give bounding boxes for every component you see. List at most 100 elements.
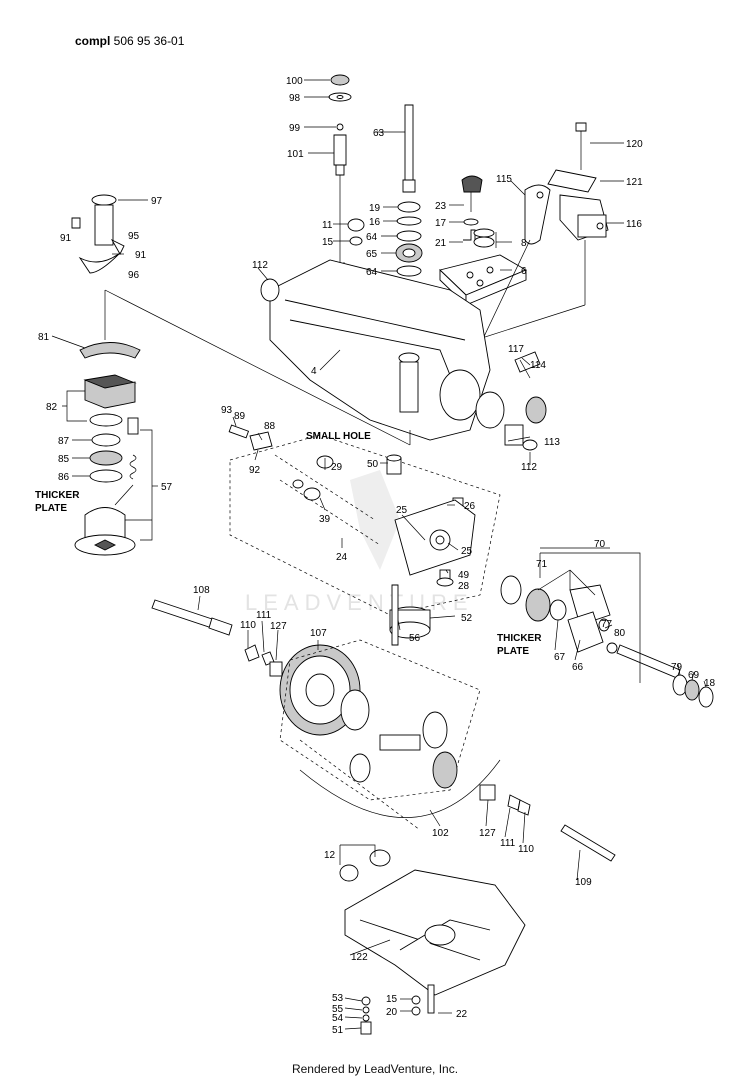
- callout-71: 71: [536, 559, 548, 570]
- callout-64: 64: [366, 232, 378, 243]
- callout-64b: 64: [366, 267, 378, 278]
- lower-housing: [339, 849, 526, 1035]
- upper-right-group: [439, 122, 609, 346]
- callout-39: 39: [319, 514, 331, 525]
- callout-17: 17: [435, 218, 447, 229]
- callout-111b: 111: [500, 838, 516, 849]
- callout-93: 93: [221, 405, 233, 416]
- callout-115: 115: [496, 174, 512, 185]
- callout-113: 113: [544, 437, 560, 448]
- callout-81: 81: [38, 332, 50, 343]
- right-shaft-group: [500, 552, 714, 708]
- callout-labels: 100 98 99 101 63 19 16 64 65 64 11 15 23…: [35, 76, 716, 1036]
- callout-54: 54: [332, 1013, 344, 1024]
- callout-20: 20: [386, 1007, 398, 1018]
- differential-group: [151, 584, 616, 862]
- callout-95: 95: [128, 231, 140, 242]
- callout-22: 22: [456, 1009, 468, 1020]
- callout-28: 28: [458, 581, 470, 592]
- callout-85: 85: [58, 454, 70, 465]
- callout-107: 107: [310, 628, 327, 639]
- callout-86: 86: [58, 472, 70, 483]
- callout-15: 15: [322, 237, 334, 248]
- callout-29: 29: [331, 462, 343, 473]
- callout-110: 110: [240, 620, 256, 631]
- upper-housing: [104, 259, 547, 451]
- left-column-group: [71, 194, 141, 556]
- callout-112b: 112: [521, 462, 537, 473]
- callout-87: 87: [58, 436, 70, 447]
- callout-109: 109: [575, 877, 592, 888]
- callout-16: 16: [369, 217, 381, 228]
- callout-127: 127: [270, 621, 287, 632]
- callout-114: 114: [530, 360, 546, 371]
- callout-55: 55: [332, 1004, 344, 1015]
- callout-98: 98: [289, 93, 301, 104]
- thicker-plate-right-line1: THICKER: [497, 633, 542, 644]
- callout-111: 111: [256, 610, 272, 621]
- callout-102: 102: [432, 828, 449, 839]
- callout-67: 67: [554, 652, 566, 663]
- callout-23: 23: [435, 201, 447, 212]
- callout-11: 11: [322, 220, 333, 231]
- thicker-plate-left-line2: PLATE: [35, 503, 67, 514]
- title-rest: 506 95 36-01: [110, 34, 185, 48]
- callout-26: 26: [464, 501, 476, 512]
- callout-121: 121: [626, 177, 643, 188]
- callout-120: 120: [626, 139, 643, 150]
- callout-117: 117: [508, 344, 524, 355]
- callout-116: 116: [626, 219, 642, 230]
- pump-group: [228, 424, 501, 616]
- title-bold: compl: [75, 34, 111, 48]
- small-hole-note: SMALL HOLE: [306, 431, 371, 442]
- callout-80: 80: [614, 628, 626, 639]
- callout-110b: 110: [518, 844, 534, 855]
- callout-92: 92: [249, 465, 261, 476]
- thicker-plate-right-line2: PLATE: [497, 646, 529, 657]
- callout-70: 70: [594, 539, 606, 550]
- callout-79: 79: [671, 662, 683, 673]
- watermark-logo: [350, 470, 400, 570]
- callout-88: 88: [264, 421, 276, 432]
- callout-25: 25: [396, 505, 408, 516]
- callout-96: 96: [128, 270, 140, 281]
- callout-100: 100: [286, 76, 303, 87]
- callout-112: 112: [252, 260, 268, 271]
- callout-8: 8: [521, 238, 527, 249]
- thicker-plate-left-line1: THICKER: [35, 490, 80, 501]
- footer-credit: Rendered by LeadVenture, Inc.: [291, 1062, 459, 1076]
- callout-51: 51: [332, 1025, 344, 1036]
- callout-82: 82: [46, 402, 58, 413]
- watermark: LEADVENTURE: [245, 590, 474, 615]
- callout-99: 99: [289, 123, 301, 134]
- callout-108: 108: [193, 585, 210, 596]
- diagram-title: compl 506 95 36-01: [75, 34, 184, 48]
- callout-77: 77: [601, 619, 613, 630]
- callout-18: 18: [704, 678, 716, 689]
- callout-53: 53: [332, 993, 344, 1004]
- callout-91: 91: [60, 233, 72, 244]
- leader-lines: [51, 79, 707, 1030]
- callout-63: 63: [373, 128, 385, 139]
- callout-52: 52: [461, 613, 473, 624]
- callout-97: 97: [151, 196, 163, 207]
- callout-12: 12: [324, 850, 336, 861]
- callout-21: 21: [435, 238, 447, 249]
- callout-56: 56: [409, 633, 421, 644]
- callout-19: 19: [369, 203, 381, 214]
- callout-66: 66: [572, 662, 584, 673]
- callout-65: 65: [366, 249, 378, 260]
- callout-25b: 25: [461, 546, 473, 557]
- callout-101: 101: [287, 149, 304, 160]
- callout-91b: 91: [135, 250, 147, 261]
- callout-6: 6: [521, 266, 527, 277]
- callout-15b: 15: [386, 994, 398, 1005]
- callout-89: 89: [234, 411, 246, 422]
- callout-57: 57: [161, 482, 173, 493]
- callout-122: 122: [351, 952, 368, 963]
- callout-127b: 127: [479, 828, 496, 839]
- callout-24: 24: [336, 552, 348, 563]
- callout-49: 49: [458, 570, 470, 581]
- callout-4: 4: [311, 366, 317, 377]
